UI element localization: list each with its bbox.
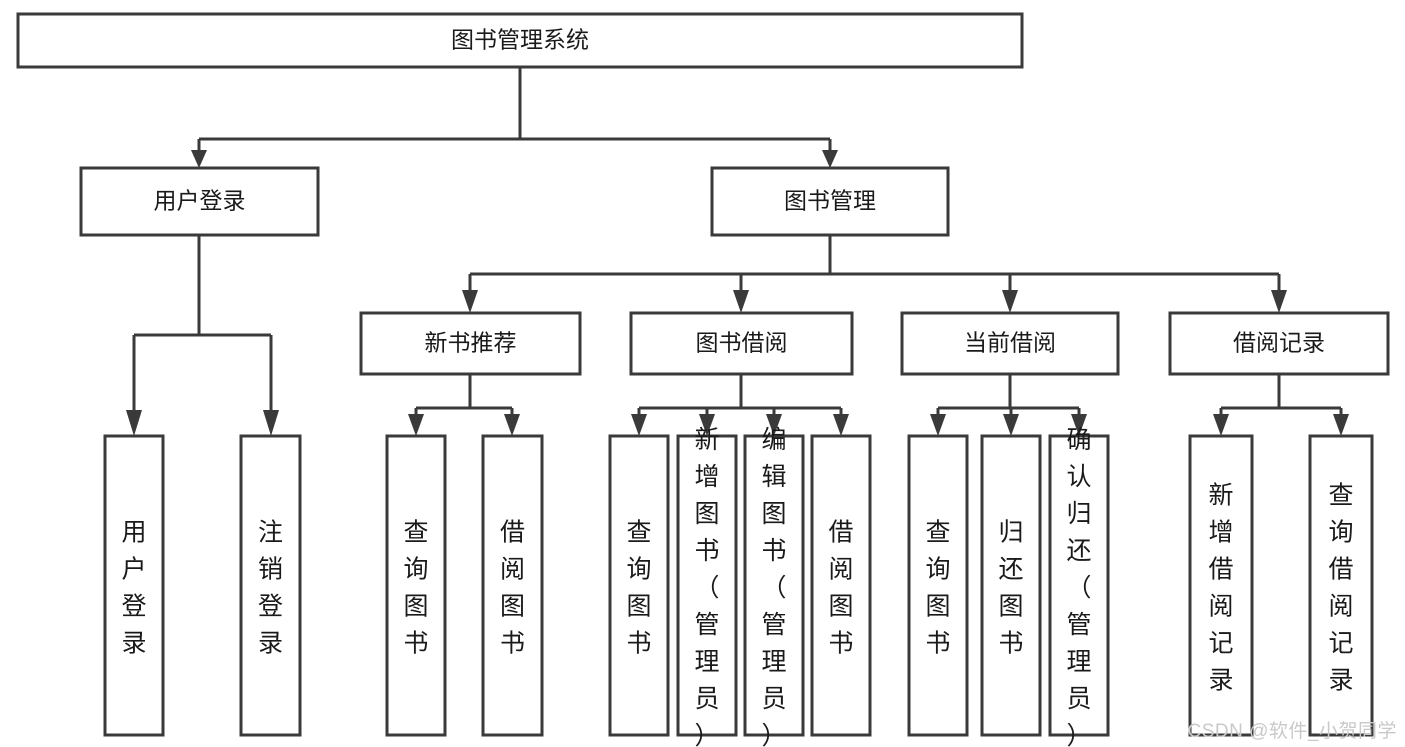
node-borrow-record[interactable]: 借阅记录 (1168, 311, 1390, 376)
connector-borrowrecord-bus (1219, 374, 1343, 418)
node-label-leaf-user-logout: 注销登录 (258, 518, 283, 657)
arrow-to-leaf-borrow-edit (766, 414, 782, 436)
node-box-user-login (79, 166, 320, 237)
node-box-leaf-borrow-add (676, 434, 738, 737)
node-leaf-cur-return[interactable]: 归还图书 (980, 434, 1042, 737)
connector-currentborrow-bus (936, 374, 1081, 418)
node-label-leaf-borrow-edit: 编辑图书（管理员） (761, 426, 786, 747)
node-label-borrow-record: 借阅记录 (1233, 330, 1325, 356)
node-box-book-borrow (629, 311, 854, 376)
node-label-leaf-rec-search: 查询借阅记录 (1328, 481, 1353, 694)
node-label-leaf-rec-add: 新增借阅记录 (1208, 481, 1233, 694)
node-box-book-manage (710, 166, 950, 237)
node-label-leaf-rec-borrow: 借阅图书 (500, 518, 525, 657)
node-box-current-borrow (900, 311, 1120, 376)
connector-bookborrow-bus (637, 374, 843, 418)
node-label-book-manage: 图书管理 (784, 188, 876, 214)
arrow-to-leaf-borrow-add (699, 414, 715, 436)
arrow-to-leaf-borrow-query (631, 414, 647, 436)
node-box-leaf-borrow-edit (743, 434, 805, 737)
node-label-root: 图书管理系统 (451, 27, 589, 53)
node-current-borrow[interactable]: 当前借阅 (900, 311, 1120, 376)
node-book-manage[interactable]: 图书管理 (710, 166, 950, 237)
arrow-to-leaf-borrow-do (833, 414, 849, 436)
node-label-leaf-borrow-query: 查询图书 (626, 518, 651, 657)
node-user-login[interactable]: 用户登录 (79, 166, 320, 237)
node-box-leaf-borrow-do (810, 434, 872, 737)
node-box-borrow-record (1168, 311, 1390, 376)
node-leaf-rec-borrow[interactable]: 借阅图书 (481, 434, 544, 737)
node-label-leaf-user-login: 用户登录 (121, 518, 146, 657)
arrow-to-new-book-rec (462, 290, 478, 313)
node-leaf-cur-query[interactable]: 查询图书 (907, 434, 969, 737)
node-leaf-borrow-edit[interactable]: 编辑图书（管理员） (743, 426, 805, 747)
connector-newbookrec-bus (414, 374, 514, 418)
node-label-new-book-rec: 新书推荐 (425, 330, 517, 356)
connector-layer (126, 67, 1349, 436)
arrow-to-leaf-cur-query (930, 414, 946, 436)
node-label-leaf-cur-return: 归还图书 (998, 518, 1023, 657)
node-box-leaf-rec-borrow (481, 434, 544, 737)
connector-userlogin-bus (132, 235, 273, 412)
connector-root-to-level2 (197, 67, 832, 152)
node-label-user-login: 用户登录 (154, 188, 246, 214)
node-book-borrow[interactable]: 图书借阅 (629, 311, 854, 376)
node-label-leaf-cur-query: 查询图书 (925, 518, 950, 657)
arrow-to-user-login (191, 150, 207, 168)
arrow-to-leaf-rec-add (1213, 414, 1229, 436)
node-leaf-borrow-add[interactable]: 新增图书（管理员） (676, 426, 738, 747)
nodes-layer: 图书管理系统用户登录图书管理新书推荐图书借阅当前借阅借阅记录用户登录注销登录查询… (16, 12, 1390, 747)
arrow-to-borrow-record (1271, 290, 1287, 313)
node-box-leaf-rec-query (385, 434, 447, 737)
arrow-to-leaf-cur-return (1003, 414, 1019, 436)
node-label-leaf-borrow-do: 借阅图书 (828, 518, 853, 657)
connector-bookmanage-bus (468, 235, 1281, 292)
node-root[interactable]: 图书管理系统 (16, 12, 1024, 69)
node-box-leaf-user-logout (239, 434, 302, 737)
node-leaf-user-login[interactable]: 用户登录 (103, 434, 165, 737)
node-box-leaf-cur-query (907, 434, 969, 737)
node-box-leaf-borrow-query (608, 434, 670, 737)
node-label-book-borrow: 图书借阅 (696, 330, 788, 356)
node-leaf-borrow-query[interactable]: 查询图书 (608, 434, 670, 737)
arrow-to-leaf-cur-confirm (1071, 414, 1087, 436)
node-box-root (16, 12, 1024, 69)
node-leaf-rec-query[interactable]: 查询图书 (385, 434, 447, 737)
node-leaf-cur-confirm[interactable]: 确认归还（管理员） (1048, 426, 1110, 747)
node-leaf-rec-search[interactable]: 查询借阅记录 (1308, 434, 1374, 737)
arrow-to-book-manage (822, 150, 838, 168)
arrow-to-leaf-rec-query (408, 414, 424, 436)
node-leaf-user-logout[interactable]: 注销登录 (239, 434, 302, 737)
arrow-to-book-borrow (733, 290, 749, 313)
arrow-to-leaf-rec-borrow (504, 414, 520, 436)
node-box-new-book-rec (359, 311, 582, 376)
arrow-to-leaf-user-login (126, 410, 142, 436)
node-box-leaf-cur-return (980, 434, 1042, 737)
arrow-to-current-borrow (1002, 290, 1018, 313)
node-label-leaf-rec-query: 查询图书 (403, 518, 428, 657)
node-label-current-borrow: 当前借阅 (964, 330, 1056, 356)
node-box-leaf-cur-confirm (1048, 434, 1110, 737)
node-leaf-rec-add[interactable]: 新增借阅记录 (1188, 434, 1254, 737)
node-new-book-rec[interactable]: 新书推荐 (359, 311, 582, 376)
node-box-leaf-user-login (103, 434, 165, 737)
node-box-leaf-rec-search (1308, 434, 1374, 737)
node-leaf-borrow-do[interactable]: 借阅图书 (810, 434, 872, 737)
arrow-to-leaf-rec-search (1333, 414, 1349, 436)
csdn-watermark: CSDN @软件_小贺同学 (1187, 721, 1397, 742)
node-box-leaf-rec-add (1188, 434, 1254, 737)
node-label-leaf-borrow-add: 新增图书（管理员） (694, 426, 719, 747)
node-label-leaf-cur-confirm: 确认归还（管理员） (1066, 426, 1091, 747)
arrow-to-leaf-user-logout (263, 410, 279, 436)
